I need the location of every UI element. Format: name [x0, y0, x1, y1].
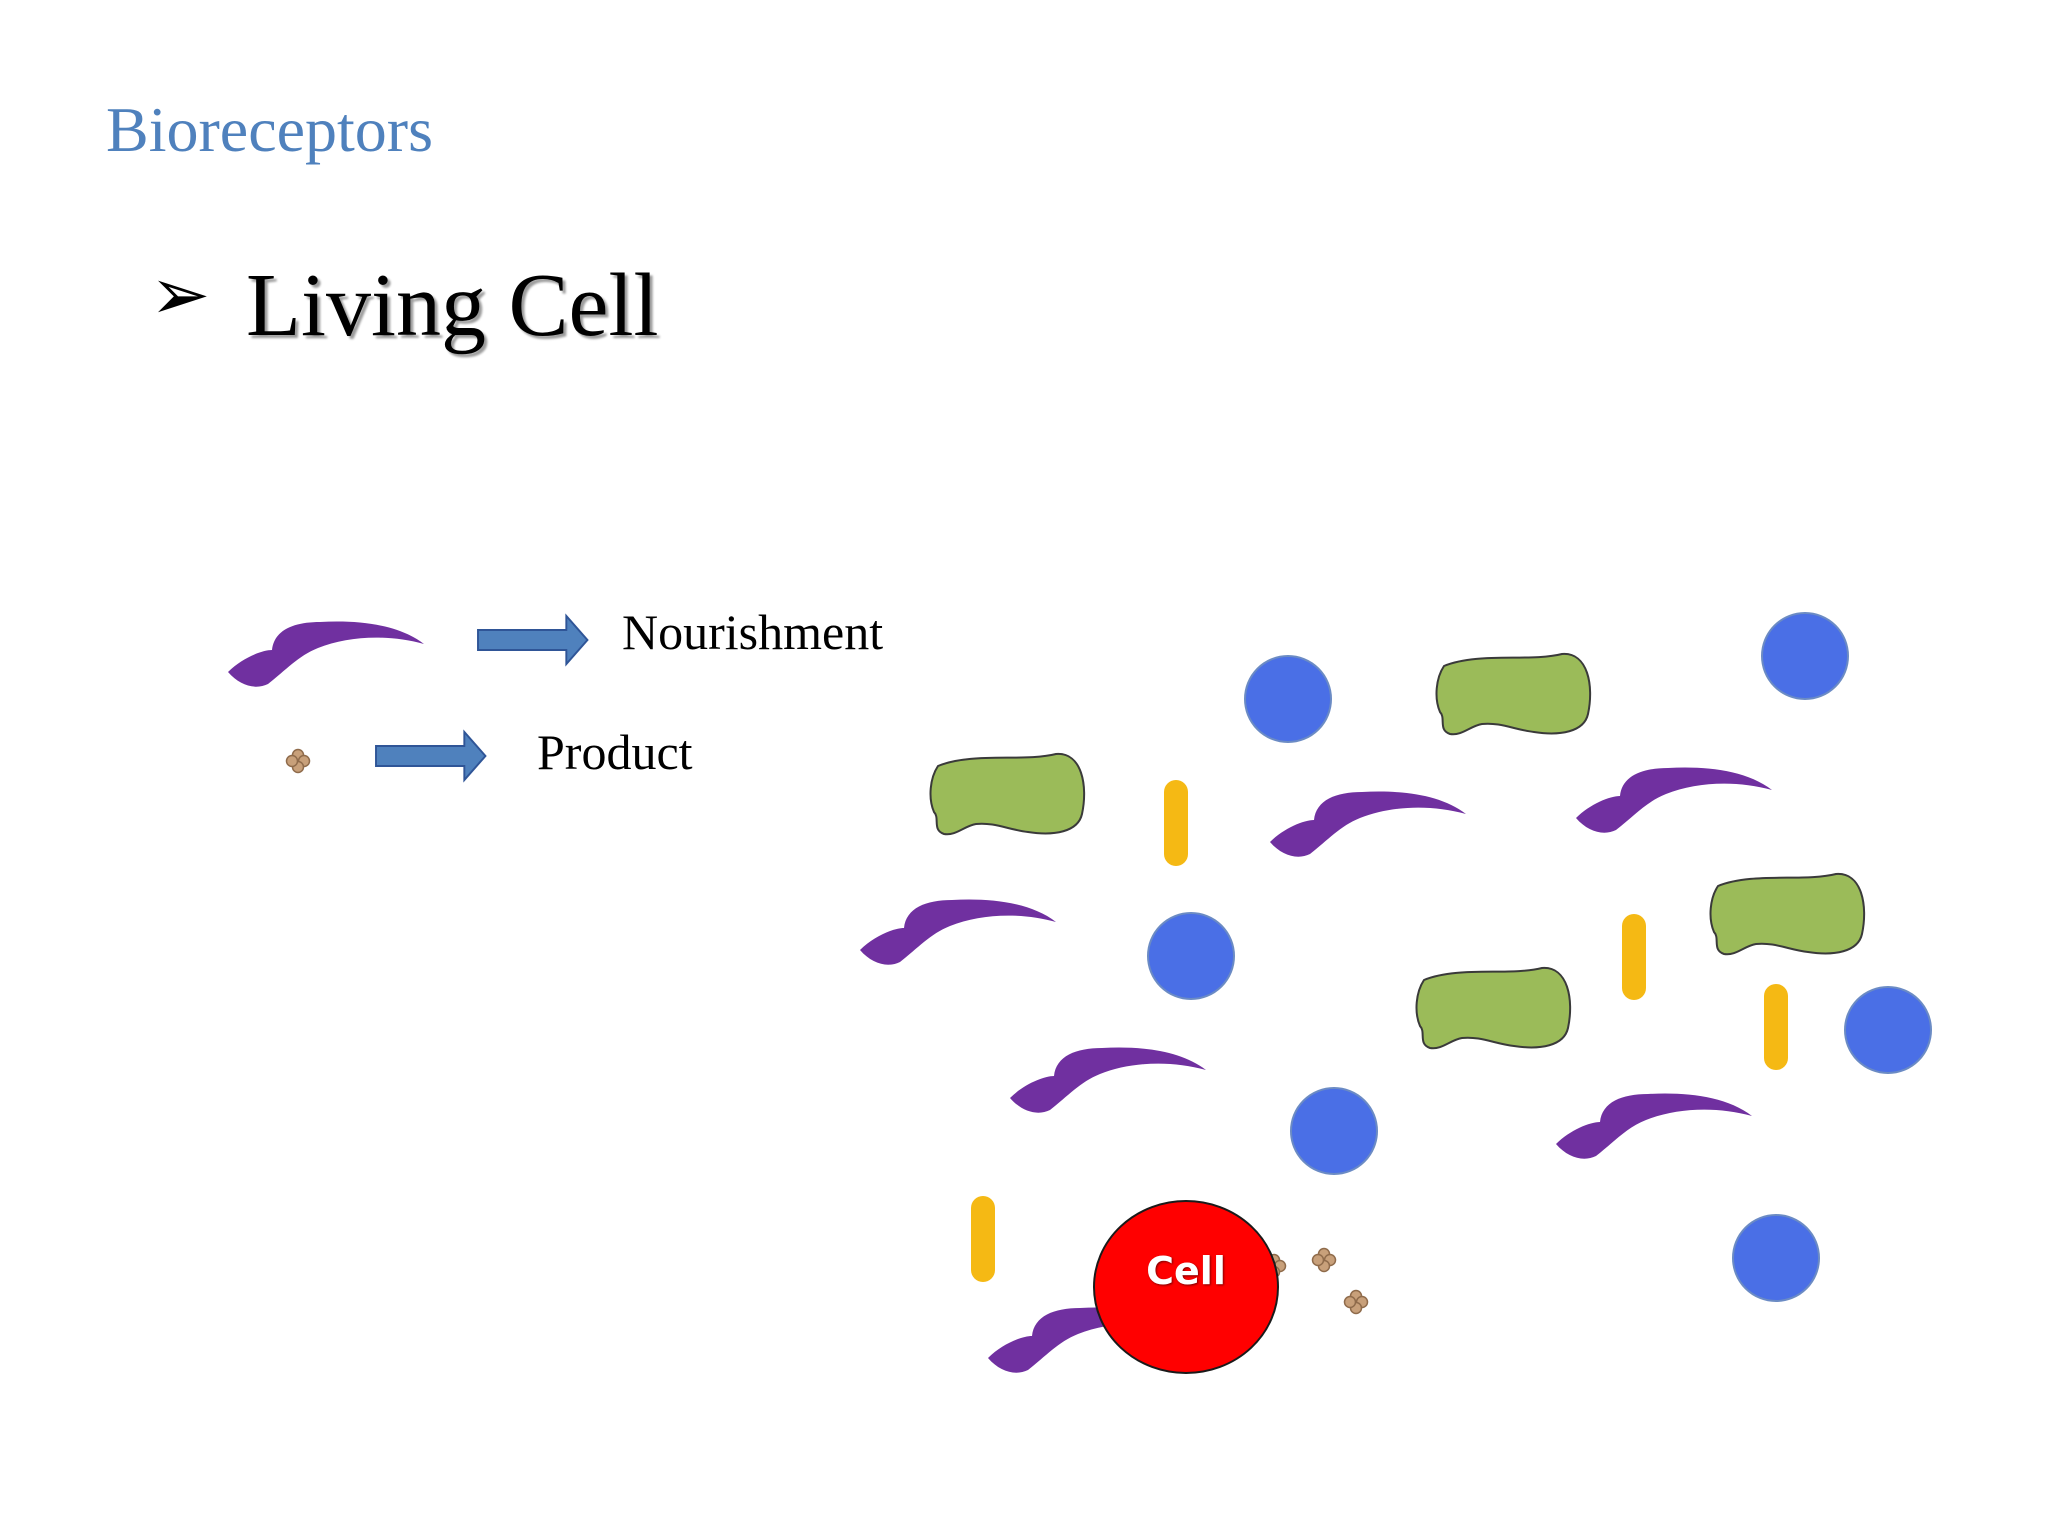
- blue-molecule-icon: [1290, 1087, 1378, 1175]
- yellow-rod-icon: [971, 1196, 995, 1282]
- blue-molecule-icon: [1244, 655, 1332, 743]
- green-molecule-icon: [929, 752, 1086, 836]
- product-particle-icon: [1311, 1247, 1337, 1273]
- legend-label-nourishment: Nourishment: [622, 604, 884, 660]
- yellow-rod-icon: [1622, 914, 1646, 1000]
- cell-label: Cell: [1146, 1249, 1226, 1293]
- nourishment-molecule-icon: [1010, 1047, 1206, 1113]
- blue-molecule-icon: [1761, 612, 1849, 700]
- nourishment-molecule-icon: [860, 899, 1056, 965]
- product-legend-icon: [285, 748, 311, 774]
- green-molecule-icon: [1709, 872, 1866, 956]
- bullet-text: Living Cell: [246, 256, 659, 355]
- blue-molecule-icon: [1147, 912, 1235, 1000]
- cell-icon: [1093, 1200, 1279, 1374]
- blue-molecule-icon: [1844, 986, 1932, 1074]
- arrow-bullet-icon: ➢: [150, 252, 211, 336]
- yellow-rod-icon: [1764, 984, 1788, 1070]
- slide-title: Bioreceptors: [106, 94, 433, 165]
- legend-label-product: Product: [537, 724, 693, 780]
- nourishment-molecule-icon: [1576, 767, 1772, 833]
- nourishment-legend-icon: [228, 621, 424, 687]
- product-particle-icon: [1343, 1289, 1369, 1315]
- product-arrow-icon: [375, 729, 487, 783]
- nourishment-molecule-icon: [1556, 1093, 1752, 1159]
- yellow-rod-icon: [1164, 780, 1188, 866]
- green-molecule-icon: [1415, 966, 1572, 1050]
- nourishment-arrow-icon: [477, 613, 589, 667]
- blue-molecule-icon: [1732, 1214, 1820, 1302]
- green-molecule-icon: [1435, 652, 1592, 736]
- nourishment-molecule-icon: [1270, 791, 1466, 857]
